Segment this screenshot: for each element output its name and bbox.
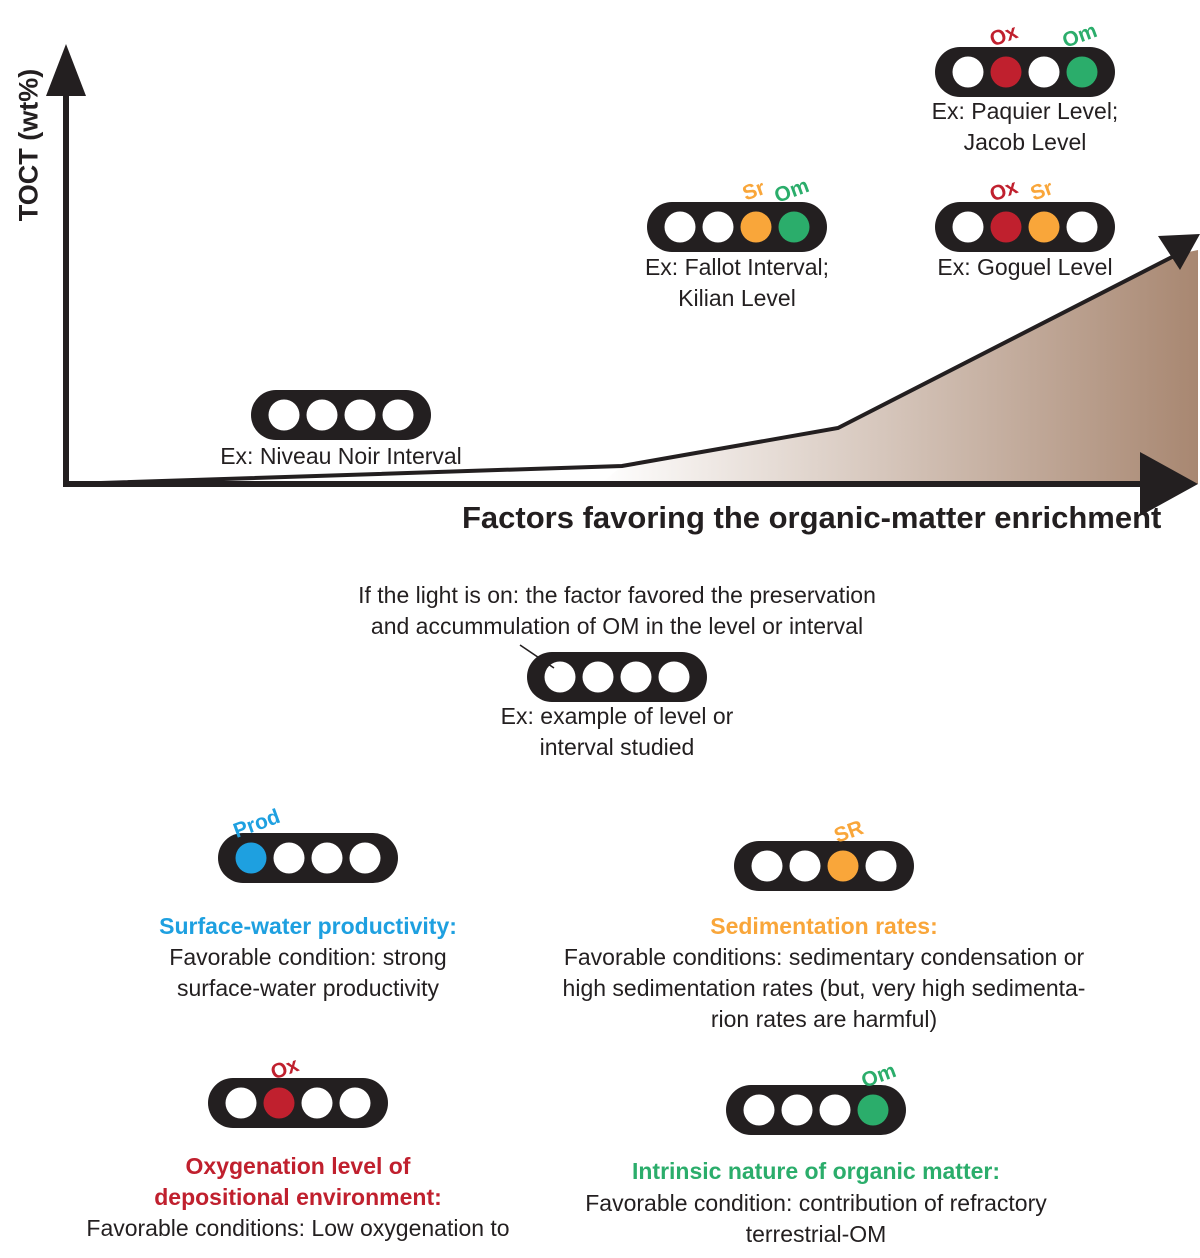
light-frame: [251, 390, 431, 440]
light-frame: [647, 202, 827, 252]
light-caption: Ex: Paquier Level;: [931, 98, 1119, 124]
traffic-light-goguel: [935, 202, 1115, 252]
traffic-light-paquier: [935, 47, 1115, 97]
light-frame: [935, 202, 1115, 252]
light-frame: [734, 841, 914, 891]
light-caption: Jacob Level: [963, 129, 1087, 155]
lamp-off: [344, 399, 376, 431]
legend-pointer: [519, 644, 555, 669]
lamp-off: [743, 1094, 775, 1126]
factor-title: Oxygenation level of: [185, 1153, 411, 1179]
factor-tag-ox: Ox: [987, 175, 1021, 206]
factor-title: Intrinsic nature of organic matter:: [631, 1158, 1001, 1184]
lamp-off: [865, 850, 897, 882]
factor-description: Favorable condition: contribution of ref…: [585, 1190, 1047, 1216]
lamp-off: [781, 1094, 813, 1126]
lamp-off: [273, 842, 305, 874]
light-caption: Ex: Fallot Interval;: [644, 254, 830, 280]
y-axis-label: TOCT (wt%): [13, 68, 44, 222]
factor-description: terrestrial-OM: [745, 1221, 887, 1247]
factor-title: Surface-water productivity:: [159, 913, 457, 939]
factor-tag-om: Om: [858, 1059, 899, 1093]
factor-description: surface-water productivity: [176, 975, 440, 1001]
traffic-light-prod: [218, 833, 398, 883]
light-frame: [726, 1085, 906, 1135]
lamp-off: [658, 661, 690, 693]
traffic-light-om: [726, 1085, 906, 1135]
enrichment-wedge: [600, 250, 1198, 484]
lamp-off: [789, 850, 821, 882]
light-frame: [527, 652, 707, 702]
light-caption: Ex: Niveau Noir Interval: [220, 443, 462, 469]
lamp-ox: [990, 56, 1022, 88]
lamp-off: [620, 661, 652, 693]
legend-note: and accummulation of OM in the level or …: [370, 613, 864, 639]
lamp-off: [702, 211, 734, 243]
lamp-off: [819, 1094, 851, 1126]
lamp-om: [857, 1094, 889, 1126]
legend-caption: interval studied: [539, 734, 695, 760]
lamp-ox: [263, 1087, 295, 1119]
factor-description: Favorable conditions: sedimentary conden…: [563, 944, 1085, 970]
traffic-light-sr: [734, 841, 914, 891]
lamp-off: [582, 661, 614, 693]
curve-arrowhead: [1158, 234, 1200, 270]
light-frame: [208, 1078, 388, 1128]
factor-description: high sedimentation rates (but, very high…: [562, 975, 1086, 1001]
lamp-sr: [740, 211, 772, 243]
lamp-off: [1066, 211, 1098, 243]
light-frame: [218, 833, 398, 883]
lamp-off: [664, 211, 696, 243]
traffic-light-legend: [527, 652, 707, 702]
legend-note: If the light is on: the factor favored t…: [358, 582, 876, 608]
factor-description: Favorable conditions: Low oxygenation to: [86, 1215, 510, 1241]
lamp-sr: [1028, 211, 1060, 243]
lamp-om: [778, 211, 810, 243]
lamp-off: [349, 842, 381, 874]
light-frame: [935, 47, 1115, 97]
y-axis-arrowhead: [46, 44, 86, 96]
lamp-off: [311, 842, 343, 874]
lamp-off: [544, 661, 576, 693]
factor-title: Sedimentation rates:: [710, 913, 938, 939]
factor-description: rion rates are harmful): [710, 1006, 938, 1032]
lamp-off: [301, 1087, 333, 1119]
x-axis-arrowhead: [1140, 452, 1198, 516]
lamp-off: [952, 211, 984, 243]
lamp-off: [306, 399, 338, 431]
lamp-off: [339, 1087, 371, 1119]
legend-caption: Ex: example of level or: [500, 703, 734, 729]
light-caption: Ex: Goguel Level: [937, 254, 1113, 280]
lamp-ox: [990, 211, 1022, 243]
traffic-light-niveau: [251, 390, 431, 440]
factor-tag-sr: Sr: [1027, 176, 1056, 205]
lamp-off: [382, 399, 414, 431]
enrichment-curve: [69, 254, 1175, 486]
factor-tag-sr: Sr: [739, 176, 768, 205]
factor-title: depositional environment:: [154, 1184, 442, 1210]
lamp-off: [268, 399, 300, 431]
traffic-light-fallot: [647, 202, 827, 252]
lamp-off: [225, 1087, 257, 1119]
lamp-off: [751, 850, 783, 882]
lamp-sr: [827, 850, 859, 882]
factor-description: Favorable condition: strong: [169, 944, 447, 970]
light-caption: Kilian Level: [678, 285, 796, 311]
lamp-om: [1066, 56, 1098, 88]
factor-tag-ox: Ox: [987, 20, 1021, 51]
traffic-light-ox: [208, 1078, 388, 1128]
x-axis-label: Factors favoring the organic-matter enri…: [462, 500, 1162, 535]
lamp-prod: [235, 842, 267, 874]
lamp-off: [1028, 56, 1060, 88]
lamp-off: [952, 56, 984, 88]
